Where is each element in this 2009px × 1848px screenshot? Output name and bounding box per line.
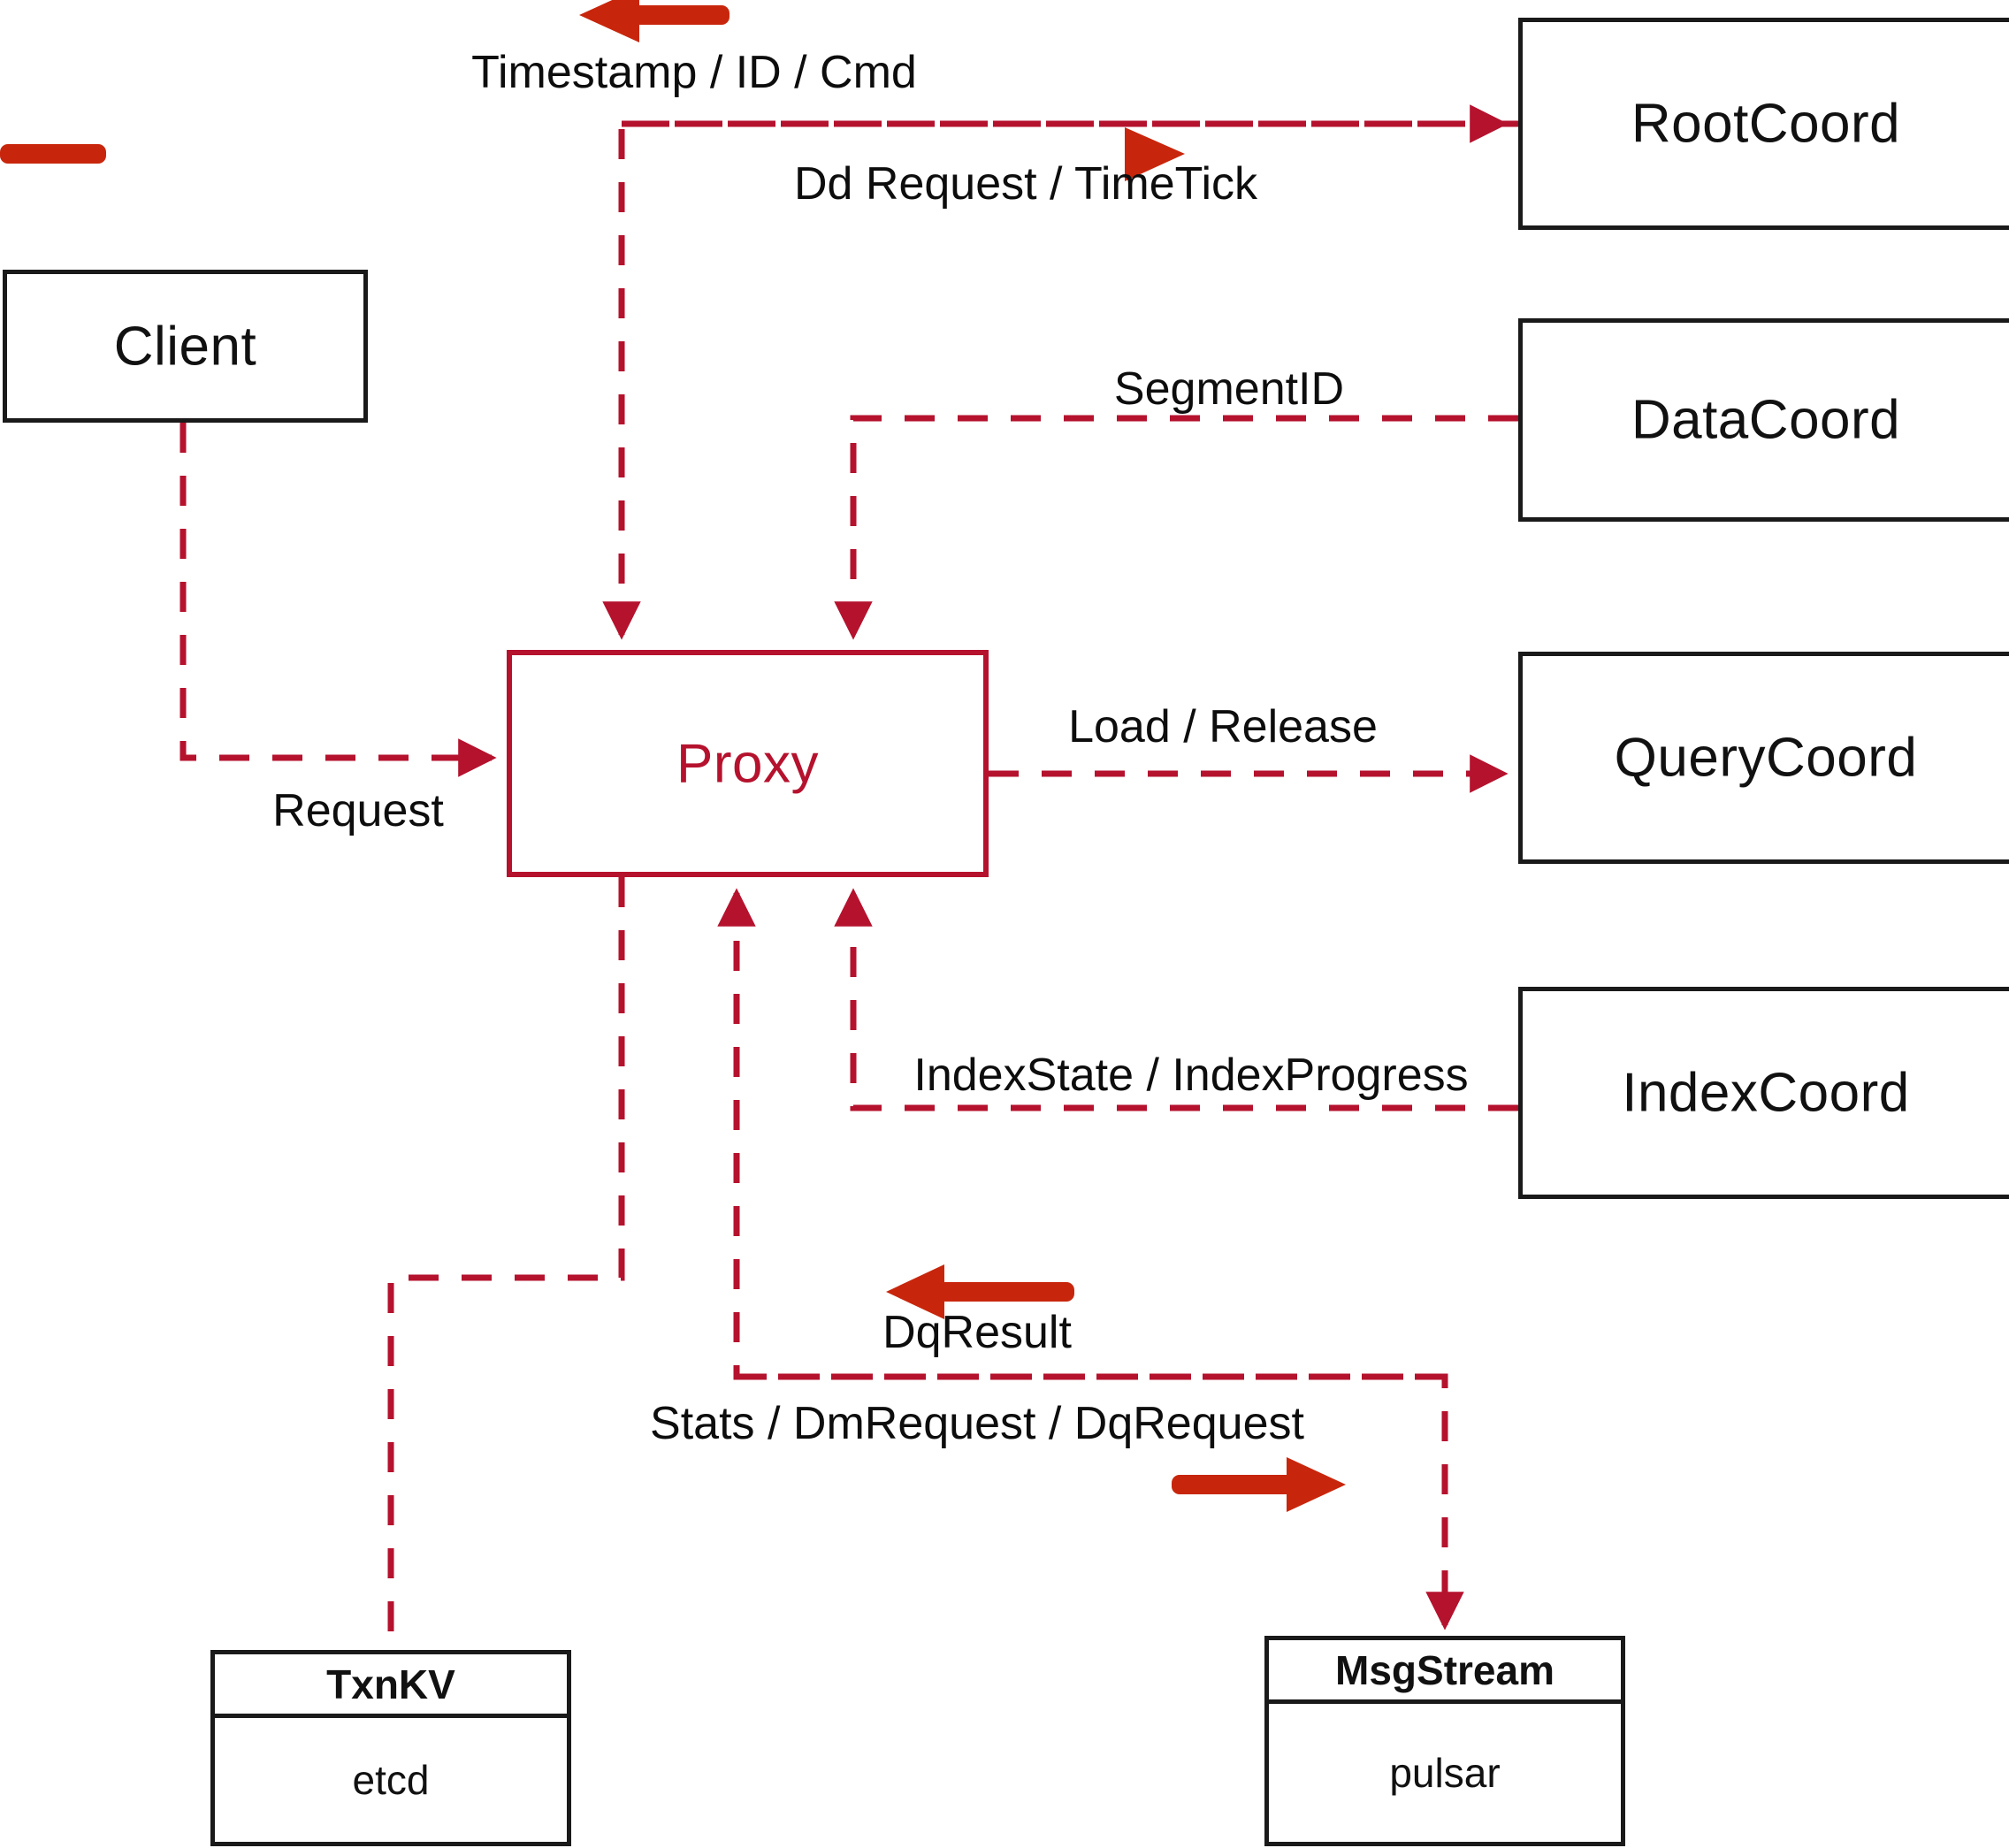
edge-label-request: Request xyxy=(272,785,444,836)
node-client[interactable]: Client xyxy=(3,270,368,423)
node-indexcoord-label: IndexCoord xyxy=(1622,1062,1910,1124)
node-msgstream-header: MsgStream xyxy=(1269,1640,1621,1704)
node-msgstream[interactable]: MsgStream pulsar xyxy=(1264,1636,1625,1846)
edge-label-timestamp: Timestamp / ID / Cmd xyxy=(471,47,917,98)
node-txnkv-body: etcd xyxy=(352,1757,430,1803)
direction-arrow-left-dqresult xyxy=(886,1264,1074,1319)
edge-label-load-release: Load / Release xyxy=(1068,701,1378,752)
node-datacoord-label: DataCoord xyxy=(1631,389,1901,451)
wire-datacoord-to-proxy xyxy=(834,415,1518,640)
direction-arrow-left-timestamp xyxy=(579,0,730,42)
node-rootcoord-label: RootCoord xyxy=(1631,93,1901,155)
wire-proxy-to-txnkv xyxy=(387,877,625,1650)
node-querycoord[interactable]: QueryCoord xyxy=(1518,652,2009,864)
edge-label-indexstate: IndexState / IndexProgress xyxy=(913,1050,1469,1101)
wire-rootcoord-to-proxy xyxy=(602,120,1518,640)
edge-label-segmentid: SegmentID xyxy=(1113,363,1345,415)
node-datacoord[interactable]: DataCoord xyxy=(1518,318,2009,522)
node-txnkv-header: TxnKV xyxy=(215,1654,567,1718)
node-proxy-label: Proxy xyxy=(676,733,819,794)
node-proxy[interactable]: Proxy xyxy=(507,650,989,877)
node-rootcoord[interactable]: RootCoord xyxy=(1518,18,2009,230)
node-client-label: Client xyxy=(113,316,257,377)
wire-proxy-to-msgstream xyxy=(737,1373,1464,1630)
direction-arrow-right-ddrequest xyxy=(0,127,1185,181)
edge-label-dmrequest: Stats / DmRequest / DqRequest xyxy=(650,1398,1304,1449)
node-querycoord-label: QueryCoord xyxy=(1614,727,1918,789)
wire-client-to-proxy xyxy=(180,423,497,777)
node-indexcoord[interactable]: IndexCoord xyxy=(1518,987,2009,1199)
direction-arrow-right-dmrequest xyxy=(1172,1457,1346,1512)
node-msgstream-body: pulsar xyxy=(1389,1750,1501,1796)
wire-indexcoord-to-proxy xyxy=(834,888,1518,1111)
node-txnkv[interactable]: TxnKV etcd xyxy=(210,1650,571,1846)
edge-label-ddrequest: Dd Request / TimeTick xyxy=(793,158,1258,210)
edge-label-dqresult: DqResult xyxy=(882,1307,1072,1358)
